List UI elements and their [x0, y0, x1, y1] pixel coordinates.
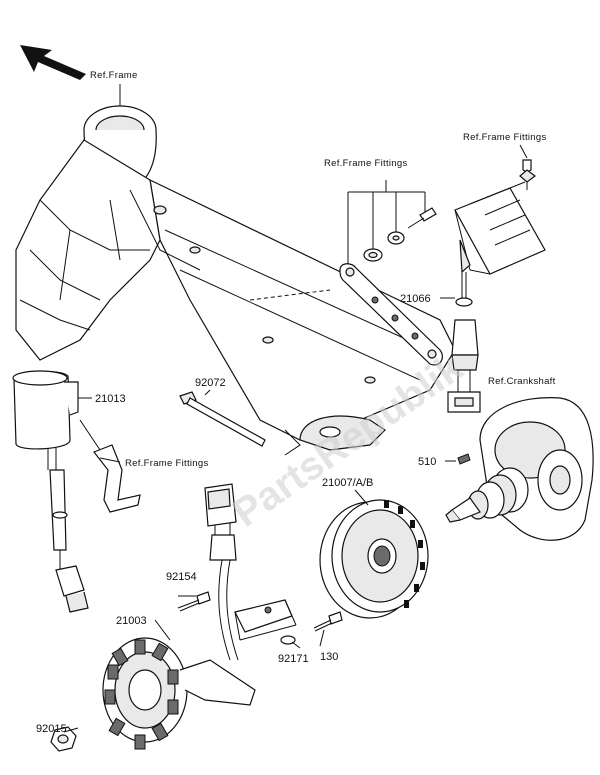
component-21013 [12, 370, 89, 613]
bolt-92154 [177, 591, 211, 612]
crankshaft-ref [445, 397, 594, 541]
regulator-rectifier [447, 159, 546, 413]
label-92171: 92171 [278, 653, 309, 665]
label-ref-frame: Ref.Frame [90, 70, 138, 81]
front-direction-arrow-icon [20, 45, 86, 80]
label-92072: 92072 [195, 377, 226, 389]
label-ref-frame-fittings-left: Ref.Frame Fittings [125, 458, 209, 469]
label-92015: 92015 [36, 723, 67, 735]
label-21003: 21003 [116, 615, 147, 627]
label-ref-frame-fittings-top: Ref.Frame Fittings [463, 132, 547, 143]
label-21066: 21066 [400, 293, 431, 305]
label-ref-frame-fittings-mid: Ref.Frame Fittings [324, 158, 408, 169]
label-130: 130 [320, 651, 338, 663]
cable-tie-92072 [179, 391, 266, 447]
label-ref-crankshaft: Ref.Crankshaft [488, 376, 556, 387]
flywheel-rotor [319, 499, 429, 619]
label-21007: 21007/A/B [322, 477, 373, 489]
bolt-130 [313, 611, 343, 632]
nut-92015 [50, 726, 77, 752]
label-92154: 92154 [166, 571, 197, 583]
label-510: 510 [418, 456, 436, 468]
frame-fittings-bracket [79, 419, 141, 513]
frame-fittings-top [339, 180, 443, 366]
stator [102, 483, 297, 750]
label-21013: 21013 [95, 393, 126, 405]
callout-labels: Ref.Frame Ref.Frame Fittings Ref.Frame F… [36, 70, 556, 735]
frame-drawing [15, 105, 456, 456]
leader-lines [63, 84, 528, 733]
